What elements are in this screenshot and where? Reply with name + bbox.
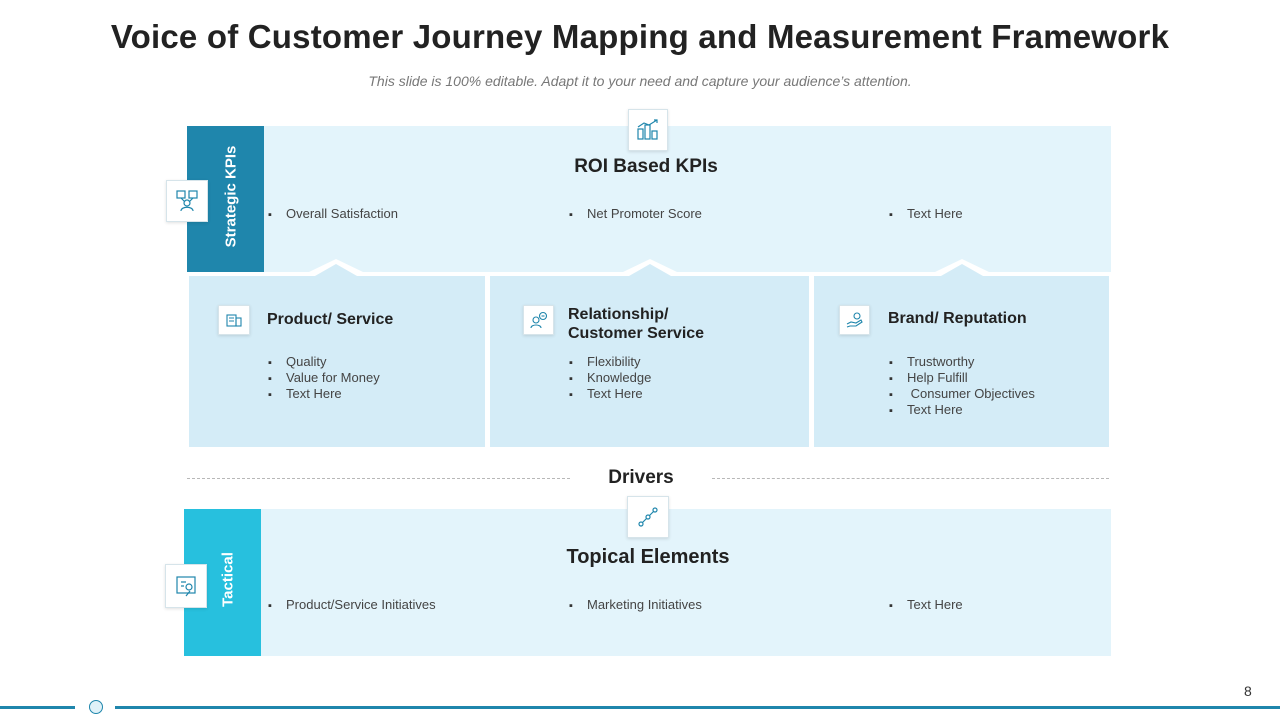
relationship-title: Relationship/ Customer Service xyxy=(568,305,704,343)
driver-item: Value for Money xyxy=(268,370,380,385)
customer-service-icon xyxy=(523,305,554,335)
driver-item: Text Here xyxy=(569,386,643,401)
driver-item: Knowledge xyxy=(569,370,651,385)
hand-coin-icon xyxy=(839,305,870,335)
kpi-item: Net Promoter Score xyxy=(569,206,702,221)
relationship-title-line2: Customer Service xyxy=(568,325,705,342)
kpi-item: Overall Satisfaction xyxy=(268,206,398,221)
footer-circle xyxy=(89,700,103,714)
slide-title: Voice of Customer Journey Mapping and Me… xyxy=(110,18,1170,55)
driver-item: Quality xyxy=(268,354,326,369)
page-number: 8 xyxy=(1244,683,1252,699)
strategy-people-icon xyxy=(166,180,208,222)
slide-subtitle: This slide is 100% editable. Adapt it to… xyxy=(368,73,912,89)
driver-item: Help Fulfill xyxy=(889,370,968,385)
roi-kpis-panel xyxy=(264,126,1111,272)
topical-elements-heading: Topical Elements xyxy=(566,546,730,568)
roi-kpis-heading: ROI Based KPIs xyxy=(574,156,718,177)
product-service-box xyxy=(189,276,485,447)
driver-item: Text Here xyxy=(889,402,963,417)
notch-shape xyxy=(935,259,989,276)
topical-item: Product/Service Initiatives xyxy=(268,597,436,612)
driver-item: Flexibility xyxy=(569,354,640,369)
tactical-board-icon xyxy=(165,564,207,608)
relationship-title-line1: Relationship/ xyxy=(568,306,669,323)
drivers-label: Drivers xyxy=(608,467,674,488)
kpi-item: Text Here xyxy=(889,206,963,221)
relationship-box xyxy=(490,276,809,447)
divider-left xyxy=(187,478,570,479)
footer-line-left xyxy=(0,706,75,709)
building-chart-icon xyxy=(628,109,668,151)
topical-item: Marketing Initiatives xyxy=(569,597,702,612)
tactical-label: Tactical xyxy=(219,552,237,607)
product-service-title: Product/ Service xyxy=(267,311,394,328)
product-box-icon xyxy=(218,305,250,335)
driver-item: Trustworthy xyxy=(889,354,974,369)
driver-item: Text Here xyxy=(268,386,342,401)
brand-reputation-title: Brand/ Reputation xyxy=(888,310,1027,327)
topical-elements-panel xyxy=(261,509,1111,656)
driver-item: Consumer Objectives xyxy=(889,386,1035,401)
strategic-kpis-label: Strategic KPIs xyxy=(222,145,240,248)
notch-shape xyxy=(309,259,363,276)
route-path-icon xyxy=(627,496,669,538)
topical-item: Text Here xyxy=(889,597,963,612)
footer-line-right xyxy=(115,706,1280,709)
divider-right xyxy=(712,478,1109,479)
notch-shape xyxy=(623,259,677,276)
